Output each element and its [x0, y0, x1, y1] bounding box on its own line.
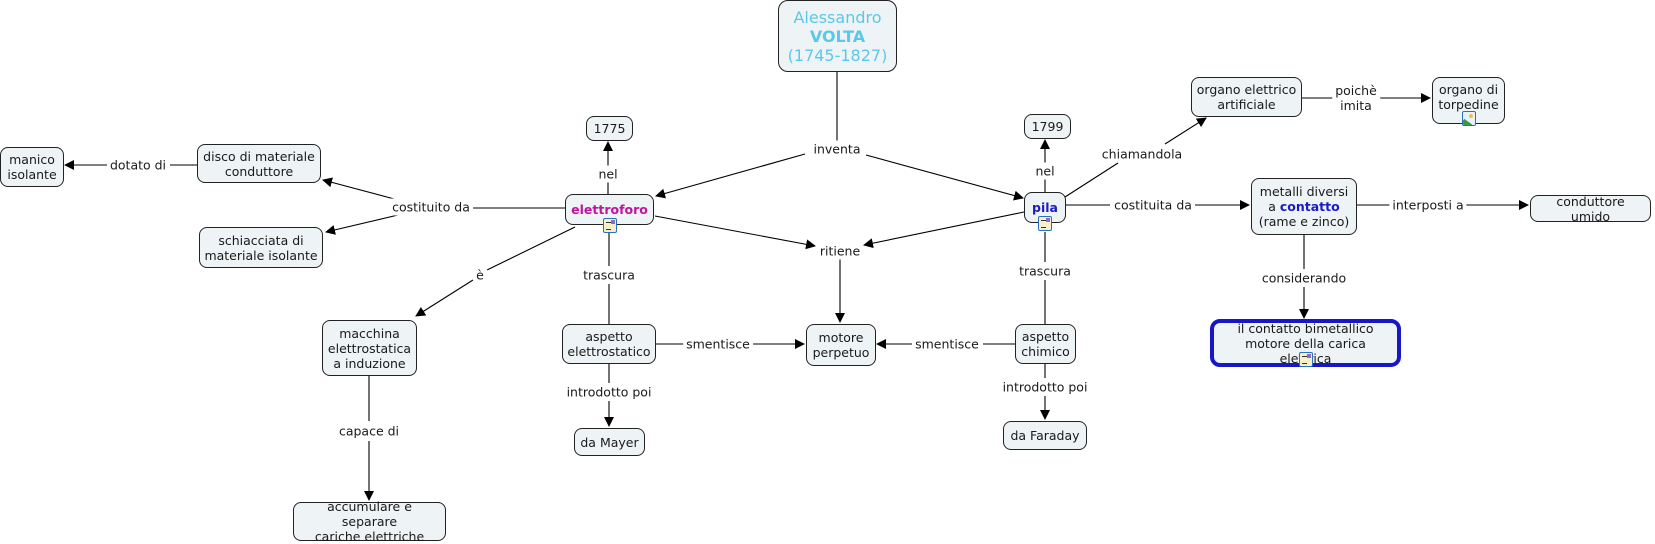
concept-pila[interactable]: pila	[1024, 192, 1066, 231]
concept-text-line1: metalli diversi a contatto	[1260, 184, 1348, 214]
edge-chiamandola-organo	[1164, 117, 1207, 145]
image-resource-icon[interactable]	[1461, 111, 1476, 126]
edge-inventa-elettroforo	[655, 153, 806, 199]
link-ritiene[interactable]: ritiene	[816, 242, 864, 260]
link-smentisce-chimico[interactable]: smentisce	[912, 335, 982, 353]
concept-macchina-elettrostatica[interactable]: macchina elettrostatica a induzione	[322, 320, 417, 376]
title-surname: VOLTA	[809, 26, 866, 46]
concept-text: schiacciata di materiale isolante	[204, 232, 318, 263]
link-nel-1799[interactable]: nel	[1032, 162, 1058, 180]
link-costituita-da[interactable]: costituita da	[1111, 196, 1195, 214]
concept-contatto-bimetallico[interactable]: il contatto bimetallico motore della car…	[1210, 319, 1401, 367]
link-smentisce-elettrostatico[interactable]: smentisce	[683, 335, 753, 353]
edge-costituito-disco	[322, 177, 399, 201]
link-e[interactable]: è	[473, 266, 487, 284]
concept-aspetto-chimico[interactable]: aspetto chimico	[1015, 324, 1076, 364]
link-interposti-a[interactable]: interposti a	[1389, 196, 1467, 214]
concept-text: da Mayer	[580, 434, 639, 450]
concept-text-pre: metalli diversi a	[1259, 184, 1349, 214]
concept-text: manico isolante	[7, 152, 57, 182]
concept-organo-di-torpedine[interactable]: organo di torpedine	[1432, 77, 1505, 126]
concept-text-line2: (rame e zinco)	[1258, 214, 1350, 229]
link-nel-1775[interactable]: nel	[595, 165, 621, 183]
link-chiamandola[interactable]: chiamandola	[1098, 145, 1186, 163]
concept-elettroforo[interactable]: elettroforo	[565, 194, 654, 233]
concept-da-mayer[interactable]: da Mayer	[574, 428, 645, 456]
title-years: (1745-1827)	[787, 45, 888, 65]
concept-alessandro-volta[interactable]: Alessandro VOLTA (1745-1827)	[778, 0, 897, 72]
concept-motore-perpetuo[interactable]: motore perpetuo	[806, 324, 876, 366]
link-costituito-da[interactable]: costituito da	[389, 198, 473, 216]
link-considerando[interactable]: considerando	[1258, 269, 1350, 287]
link-dotato-di[interactable]: dotato di	[106, 156, 170, 174]
concept-text: da Faraday	[1010, 428, 1080, 443]
concept-text: macchina elettrostatica a induzione	[327, 325, 412, 371]
edge-elettroforo-ritiene	[654, 215, 816, 250]
concept-text: 1799	[1031, 119, 1064, 134]
concept-aspetto-elettrostatico[interactable]: aspetto elettrostatico	[562, 324, 656, 364]
concept-text: accumulare e separare cariche elettriche	[314, 499, 425, 544]
concept-1799[interactable]: 1799	[1024, 114, 1071, 139]
concept-text: organo elettrico artificiale	[1196, 82, 1297, 112]
concept-text: disco di materiale conduttore	[203, 148, 315, 179]
concept-text: aspetto chimico	[1021, 329, 1070, 359]
edge-elettroforo-e	[486, 226, 576, 271]
edge-pila-chiamandola	[1064, 162, 1119, 198]
concept-text-emphasis: contatto	[1279, 199, 1340, 214]
link-inventa[interactable]: inventa	[810, 140, 864, 158]
link-capace-di[interactable]: capace di	[335, 422, 403, 440]
title-first-name: Alessandro	[793, 7, 882, 27]
edge-pila-ritiene	[863, 211, 1025, 249]
concept-1775[interactable]: 1775	[586, 116, 633, 141]
edge-costituito-schiacciata	[325, 214, 399, 235]
concept-disco-materiale-conduttore[interactable]: disco di materiale conduttore	[197, 144, 321, 183]
concept-conduttore-umido[interactable]: conduttore umido	[1530, 193, 1651, 224]
link-trascura-elettroforo[interactable]: trascura	[580, 266, 638, 284]
concept-accumulare-separare[interactable]: accumulare e separare cariche elettriche	[293, 499, 446, 544]
concept-schiacciata-materiale-isolante[interactable]: schiacciata di materiale isolante	[199, 227, 323, 268]
concept-metalli-diversi[interactable]: metalli diversi a contatto (rame e zinco…	[1251, 178, 1357, 235]
concept-text: motore perpetuo	[812, 330, 870, 360]
link-trascura-pila[interactable]: trascura	[1016, 262, 1074, 280]
concept-organo-elettrico-artificiale[interactable]: organo elettrico artificiale	[1191, 77, 1302, 117]
concept-da-faraday[interactable]: da Faraday	[1003, 421, 1087, 450]
concept-text: elettroforo	[571, 202, 648, 217]
link-poiche-imita[interactable]: poichè imita	[1332, 82, 1380, 114]
link-introdotto-poi-mayer[interactable]: introdotto poi	[563, 383, 655, 401]
link-introdotto-poi-faraday[interactable]: introdotto poi	[999, 378, 1091, 396]
document-resource-icon[interactable]	[602, 218, 617, 233]
concept-text: organo di torpedine	[1438, 82, 1499, 112]
concept-text: 1775	[593, 121, 626, 136]
document-resource-icon[interactable]	[1038, 216, 1052, 231]
concept-manico-isolante[interactable]: manico isolante	[0, 147, 64, 187]
concept-text: conduttore umido	[1556, 193, 1625, 224]
concept-text: aspetto elettrostatico	[567, 329, 651, 359]
edge-e-macchina	[415, 279, 474, 317]
concept-text: il contatto bimetallico motore della car…	[1237, 320, 1374, 366]
document-resource-icon[interactable]	[1298, 352, 1313, 367]
concept-text: pila	[1032, 200, 1058, 215]
edge-inventa-pila	[865, 154, 1024, 201]
